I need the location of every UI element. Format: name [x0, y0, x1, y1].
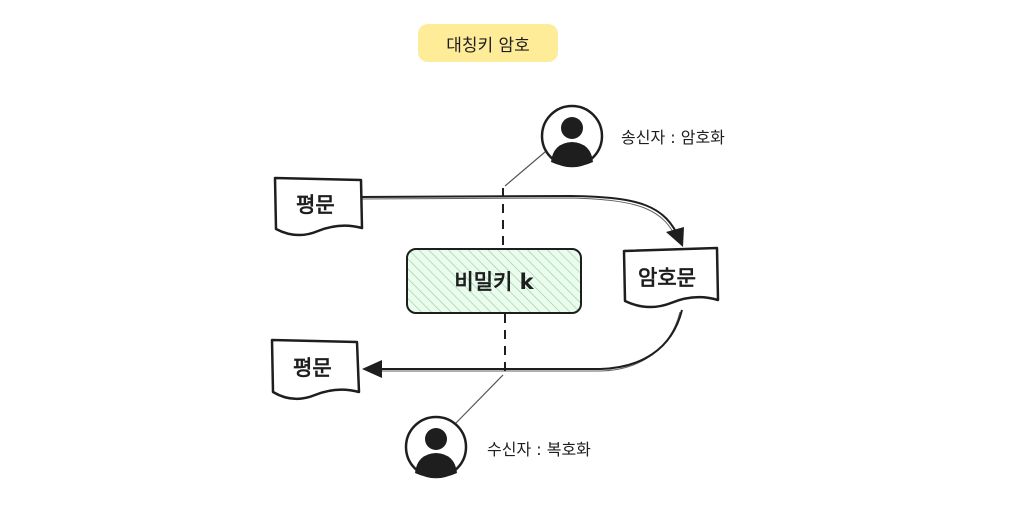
sender-avatar-icon	[540, 104, 604, 168]
receiver-label: 수신자 : 복호화	[487, 440, 591, 459]
sender-connector-line	[504, 151, 546, 187]
diagram-title: 대칭키 암호	[418, 24, 558, 62]
plaintext-top-label: 평문	[296, 193, 335, 217]
decrypt-arrow-line	[375, 309, 683, 370]
ciphertext-label: 암호문	[638, 266, 696, 290]
secret-key-box-border	[406, 248, 582, 314]
plaintext-bottom-label: 평문	[293, 356, 332, 380]
diagram-title-text: 대칭키 암호	[446, 35, 530, 56]
plaintext-bottom-doc-shape	[270, 338, 361, 401]
secret-key-box-hatch	[407, 249, 581, 313]
decrypt-arrow-line-sketch	[377, 311, 681, 372]
secret-key-label: 비밀키 k	[454, 270, 534, 294]
encrypt-arrow-line-sketch	[359, 197, 679, 243]
secret-key-label-box: 비밀키 k	[407, 249, 581, 313]
ciphertext-doc-shape	[622, 246, 720, 309]
sender-label: 송신자 : 암호화	[621, 128, 725, 147]
encrypt-arrow-head	[666, 227, 684, 247]
encrypt-arrow-line	[357, 194, 681, 241]
receiver-connector-line	[454, 374, 504, 425]
plaintext-top-doc-shape	[273, 176, 364, 237]
receiver-avatar-icon	[404, 415, 468, 479]
decrypt-arrow-head	[362, 360, 382, 378]
